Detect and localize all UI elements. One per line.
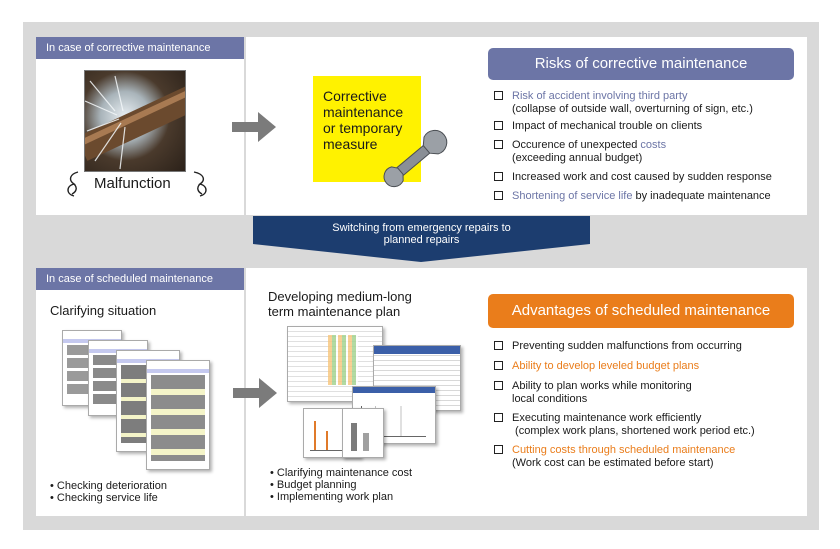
- risk-text: Risk of accident involving third party: [512, 90, 688, 102]
- clarifying-title: Clarifying situation: [50, 303, 157, 318]
- risks-header: Risks of corrective maintenance: [488, 48, 794, 80]
- banner-line-1: Switching from emergency repairs to: [332, 222, 511, 234]
- advantage-highlight: Cutting costs through scheduled maintena…: [512, 444, 736, 456]
- checkbox-icon: [494, 121, 503, 130]
- risk-subtext: (exceeding annual budget): [512, 152, 643, 164]
- checkbox-icon: [494, 172, 503, 181]
- checkbox-icon: [494, 413, 503, 422]
- clarify-bullets: • Checking deterioration • Checking serv…: [50, 480, 167, 504]
- checkbox-icon: [494, 381, 503, 390]
- risk-highlight: Shortening of service life: [512, 190, 633, 202]
- risk-item: Risk of accident involving third party (…: [494, 90, 794, 116]
- advantage-subtext: local conditions: [512, 393, 588, 405]
- risk-highlight: costs: [640, 139, 667, 151]
- bullet-item: • Clarifying maintenance cost: [270, 467, 413, 479]
- advantage-item: Ability to plan works while monitoring l…: [494, 380, 794, 406]
- malfunction-label: Malfunction: [94, 175, 171, 192]
- plan-bullets: • Clarifying maintenance cost • Budget p…: [270, 467, 412, 503]
- bullet-text: Clarifying maintenance cost: [276, 467, 413, 479]
- burst-icon: [193, 171, 207, 197]
- bullet-text: Implementing work plan: [276, 491, 394, 503]
- risk-text: Occurence of unexpected: [512, 139, 641, 151]
- burst-icon: [67, 171, 79, 197]
- checkbox-icon: [494, 445, 503, 454]
- risk-text: Impact of mechanical trouble on clients: [512, 120, 703, 132]
- advantage-subtext: (complex work plans, shortened work peri…: [512, 425, 755, 437]
- burst-pipe-photo: [84, 70, 186, 172]
- bullet-item: • Budget planning: [270, 479, 357, 491]
- advantage-item: Executing maintenance work efficiently (…: [494, 412, 794, 438]
- risk-item: Shortening of service life by inadequate…: [494, 190, 794, 203]
- advantage-subtext: (Work cost can be estimated before start…: [512, 457, 714, 469]
- wrench-icon: [383, 129, 448, 188]
- plan-title-line-1: Developing medium-long: [268, 289, 412, 304]
- bullet-text: Budget planning: [276, 479, 357, 491]
- arrow-right-icon: [233, 378, 277, 408]
- advantages-list: Preventing sudden malfunctions from occu…: [494, 340, 794, 470]
- checkbox-icon: [494, 191, 503, 200]
- risk-text: Increased work and cost caused by sudden…: [512, 171, 772, 183]
- banner-arrow-shape: [253, 216, 590, 262]
- corrective-tab-label: In case of corrective maintenance: [36, 37, 244, 59]
- bullet-item: • Checking service life: [50, 492, 158, 504]
- advantage-text: Preventing sudden malfunctions from occu…: [512, 340, 742, 352]
- risk-text: by inadequate maintenance: [632, 190, 771, 202]
- risk-item: Impact of mechanical trouble on clients: [494, 120, 794, 133]
- advantage-text: Executing maintenance work efficiently: [512, 412, 702, 424]
- arrow-right-icon: [232, 112, 276, 142]
- risk-subtext: (collapse of outside wall, overturning o…: [512, 103, 753, 115]
- checkbox-icon: [494, 361, 503, 370]
- bullet-text: Checking deterioration: [56, 480, 167, 492]
- banner-line-2: planned repairs: [383, 234, 460, 246]
- advantage-text: Ability to plan works while monitoring: [512, 380, 692, 392]
- checkbox-icon: [494, 91, 503, 100]
- plan-title: Developing medium-long term maintenance …: [268, 289, 412, 319]
- advantages-header: Advantages of scheduled maintenance: [488, 294, 794, 328]
- bullet-text: Checking service life: [56, 492, 158, 504]
- checkbox-icon: [494, 341, 503, 350]
- advantage-highlight: Ability to develop leveled budget plans: [512, 360, 700, 372]
- advantage-item: Ability to develop leveled budget plans: [494, 360, 794, 373]
- risks-list: Risk of accident involving third party (…: [494, 90, 794, 203]
- advantage-item: Cutting costs through scheduled maintena…: [494, 444, 794, 470]
- plan-chart-sheet: [342, 408, 384, 458]
- switching-banner: Switching from emergency repairs to plan…: [253, 222, 590, 246]
- checkbox-icon: [494, 140, 503, 149]
- inspection-sheet: [146, 360, 210, 470]
- risk-item: Increased work and cost caused by sudden…: [494, 171, 794, 184]
- scheduled-tab-label: In case of scheduled maintenance: [36, 268, 244, 290]
- risk-item: Occurence of unexpected costs (exceeding…: [494, 139, 794, 165]
- plan-title-line-2: term maintenance plan: [268, 304, 401, 319]
- corrective-measure-text: Corrective maintenance or temporary meas…: [323, 88, 404, 152]
- bullet-item: • Implementing work plan: [270, 491, 394, 503]
- bullet-item: • Checking deterioration: [50, 480, 167, 492]
- advantage-item: Preventing sudden malfunctions from occu…: [494, 340, 794, 353]
